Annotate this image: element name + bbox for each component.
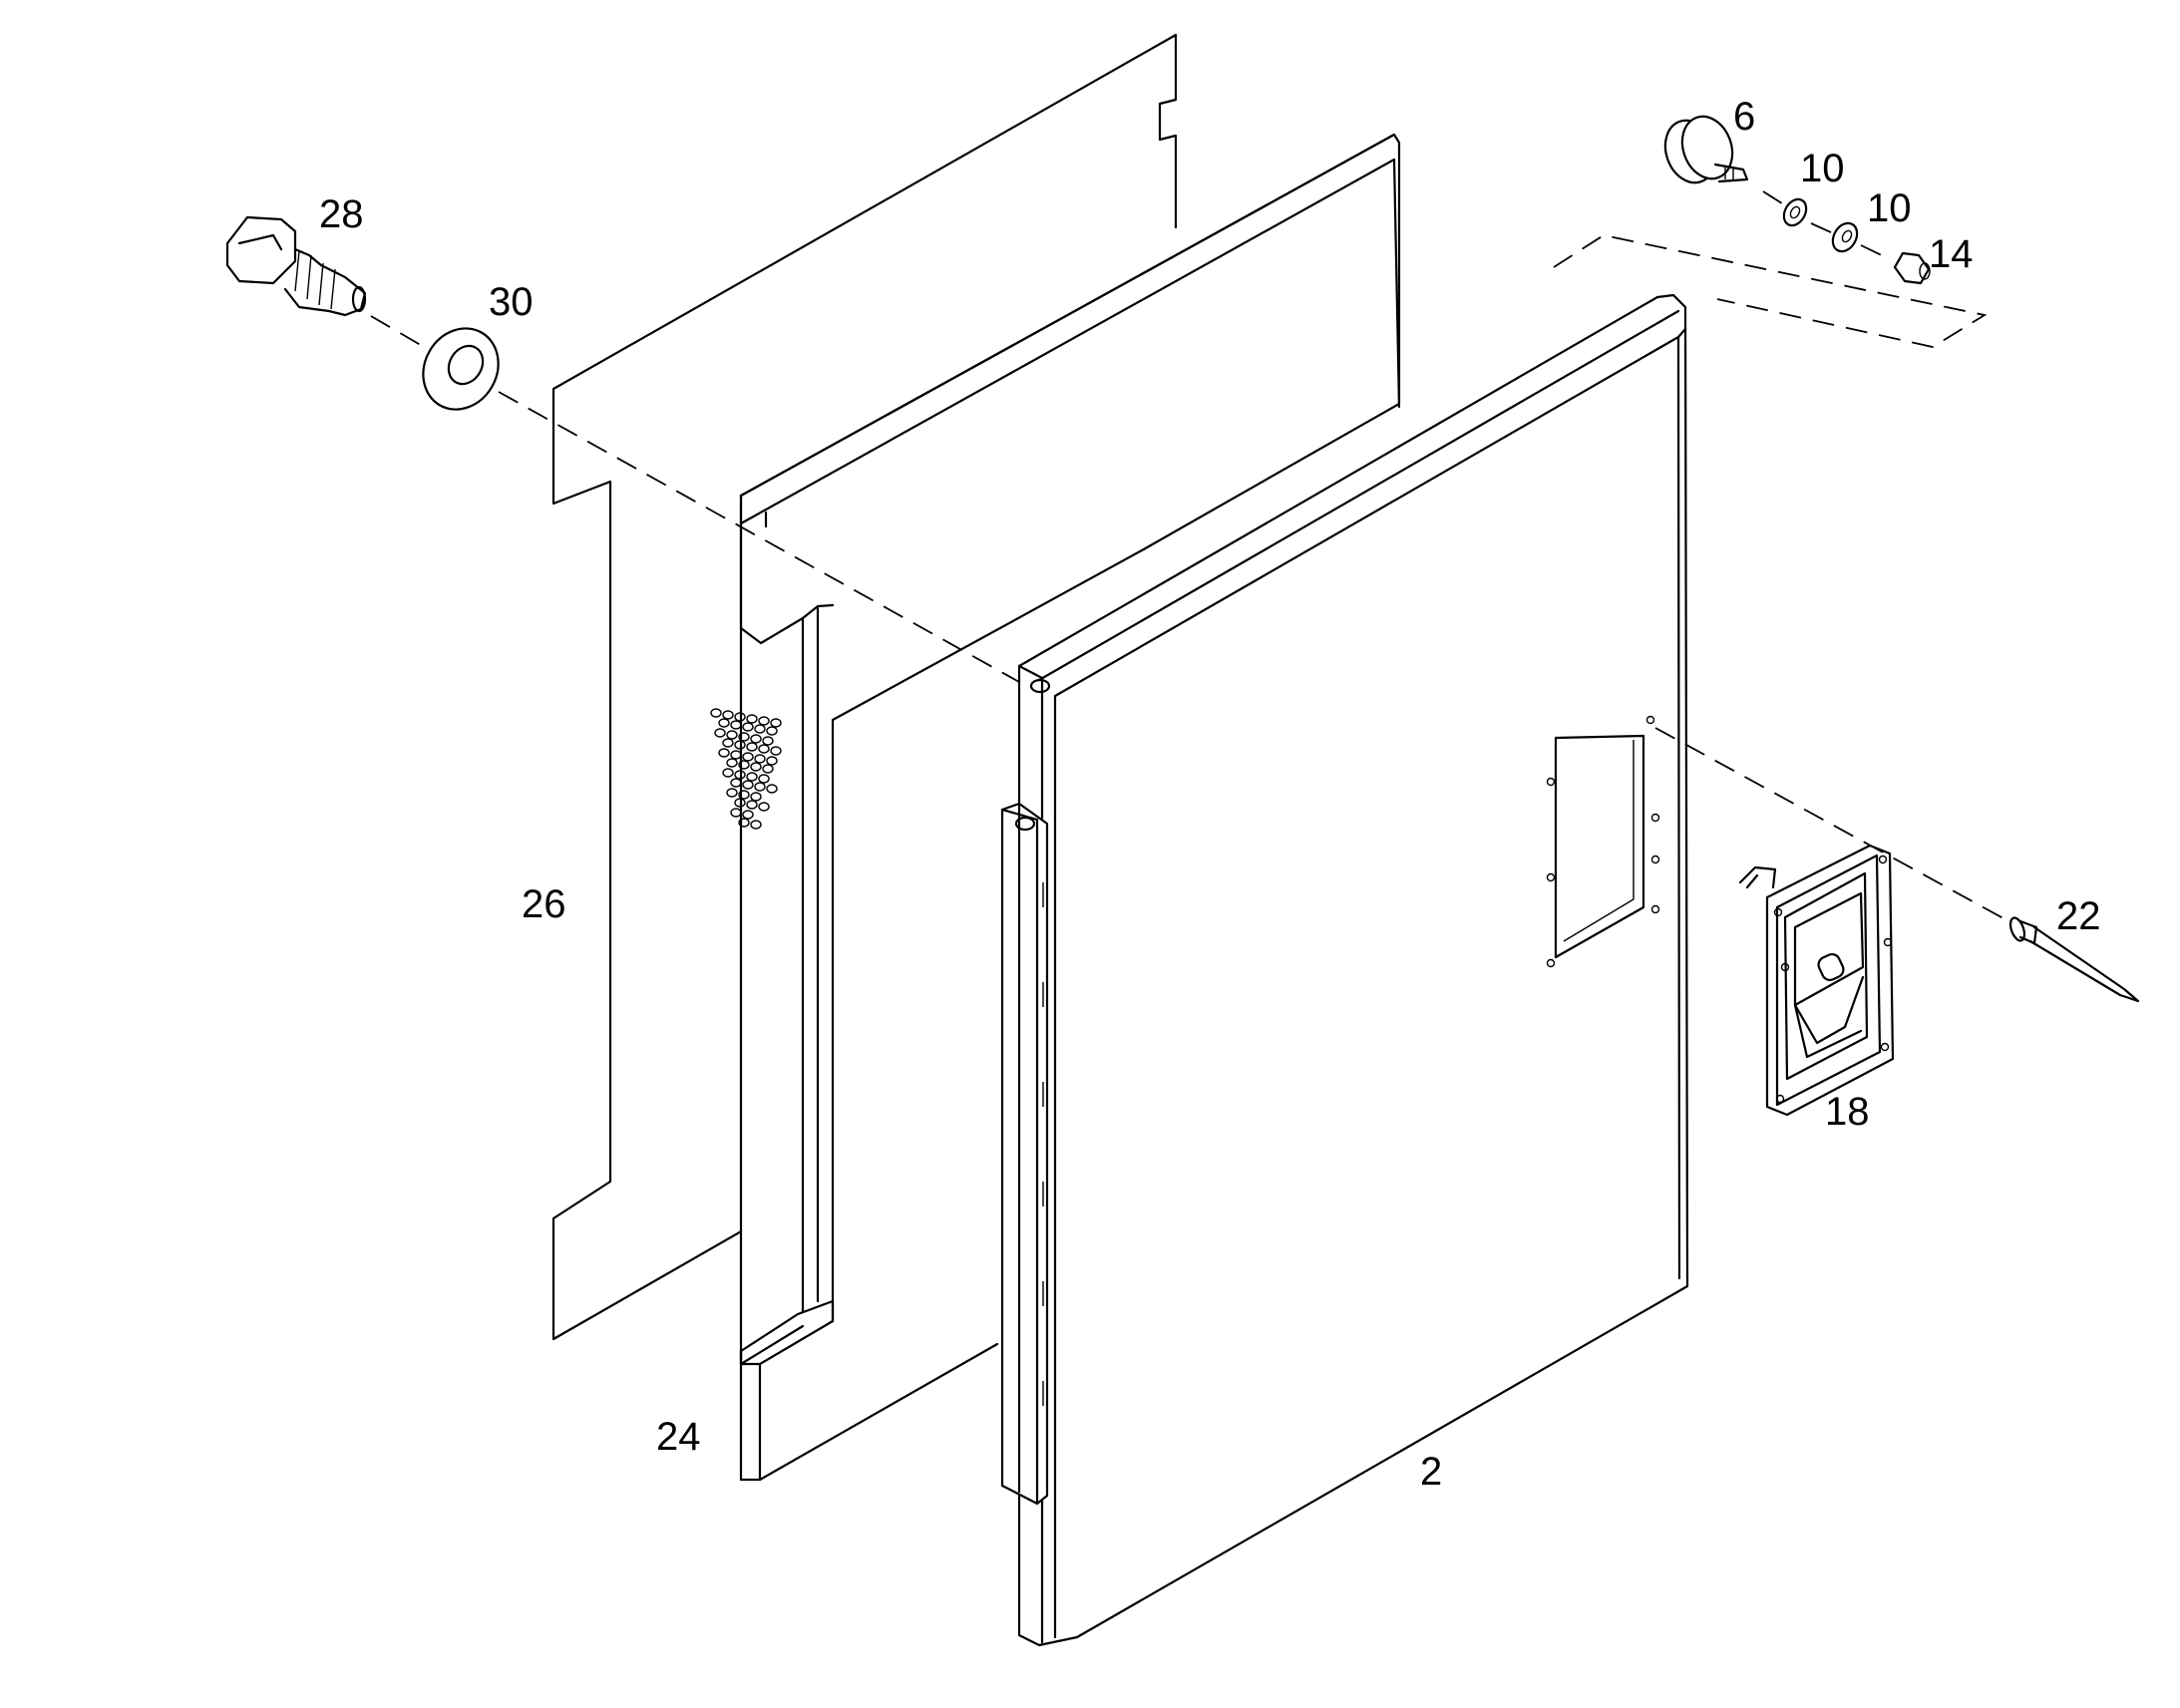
perforation-hole [734,712,746,722]
perforation-hole [750,734,762,744]
perforation-hole [738,790,750,800]
callout-26: 26 [522,882,566,926]
hex-bolt [225,215,367,317]
perforation-hole [730,750,742,760]
perforation-hole [730,808,742,818]
perforation-hole [710,708,722,718]
callout-18: 18 [1825,1090,1870,1134]
perforation-hole [750,820,762,830]
perforation-hole [770,746,782,756]
perforation-hole [754,782,766,792]
foam-insulation [739,133,1401,1482]
perforation-hole [758,802,770,812]
callout-2: 2 [1420,1450,1442,1494]
perforation-hole [718,718,730,728]
perforation-hole [738,818,750,828]
perforation-hole [766,784,778,794]
perforation-hole [754,754,766,764]
perforation-hole [770,718,782,728]
washer-b [1831,221,1859,253]
perforation-hole [750,762,762,772]
perforation-hole [734,798,746,808]
perforation-hole [742,752,754,762]
callout-28: 28 [319,192,364,236]
callout-14: 14 [1929,232,1974,276]
perforation-hole [750,792,762,802]
perforation-hole [734,740,746,750]
perforation-hole [762,736,774,746]
latch-handle [1738,844,1895,1117]
perforation-hole [742,722,754,732]
perforation-hole [722,768,734,778]
bumper [1663,115,1749,184]
perforation-hole [762,764,774,774]
perforation-hole [730,720,742,730]
perforation-hole [726,788,738,798]
callout-10a: 10 [1800,147,1845,190]
perforation-hole [758,774,770,784]
perforation-pattern [710,708,782,830]
perforation-hole [722,738,734,748]
rivet [2008,916,2140,1003]
perforation-hole [746,800,758,810]
perforation-hole [746,742,758,752]
perforation-hole [730,778,742,788]
perforation-hole [766,726,778,736]
callout-24: 24 [656,1415,701,1459]
door-panel [1000,293,1689,1647]
washer-a [1782,197,1808,227]
perforation-hole [734,770,746,780]
callout-6: 6 [1733,95,1755,139]
perforation-hole [722,710,734,720]
perforation-hole [718,748,730,758]
nut [1893,251,1931,285]
perforation-hole [754,724,766,734]
flat-washer [422,327,500,411]
callout-10b: 10 [1867,186,1912,230]
perforation-hole [746,714,758,724]
callout-labels: 2 6 10 10 14 18 22 24 26 28 30 [319,95,2101,1494]
perforation-hole [726,758,738,768]
perforation-hole [758,744,770,754]
perforation-hole [726,730,738,740]
perforation-hole [742,810,754,820]
gasket-sheet [551,33,1178,1341]
assembly-lines [370,190,2013,924]
perforation-hole [738,732,750,742]
callout-22: 22 [2056,894,2101,938]
perforation-hole [742,780,754,790]
perforation-hole [758,716,770,726]
callout-30: 30 [489,280,534,324]
perforation-hole [766,756,778,766]
perforation-hole [714,728,726,738]
perforation-hole [746,772,758,782]
perforation-hole [738,760,750,770]
